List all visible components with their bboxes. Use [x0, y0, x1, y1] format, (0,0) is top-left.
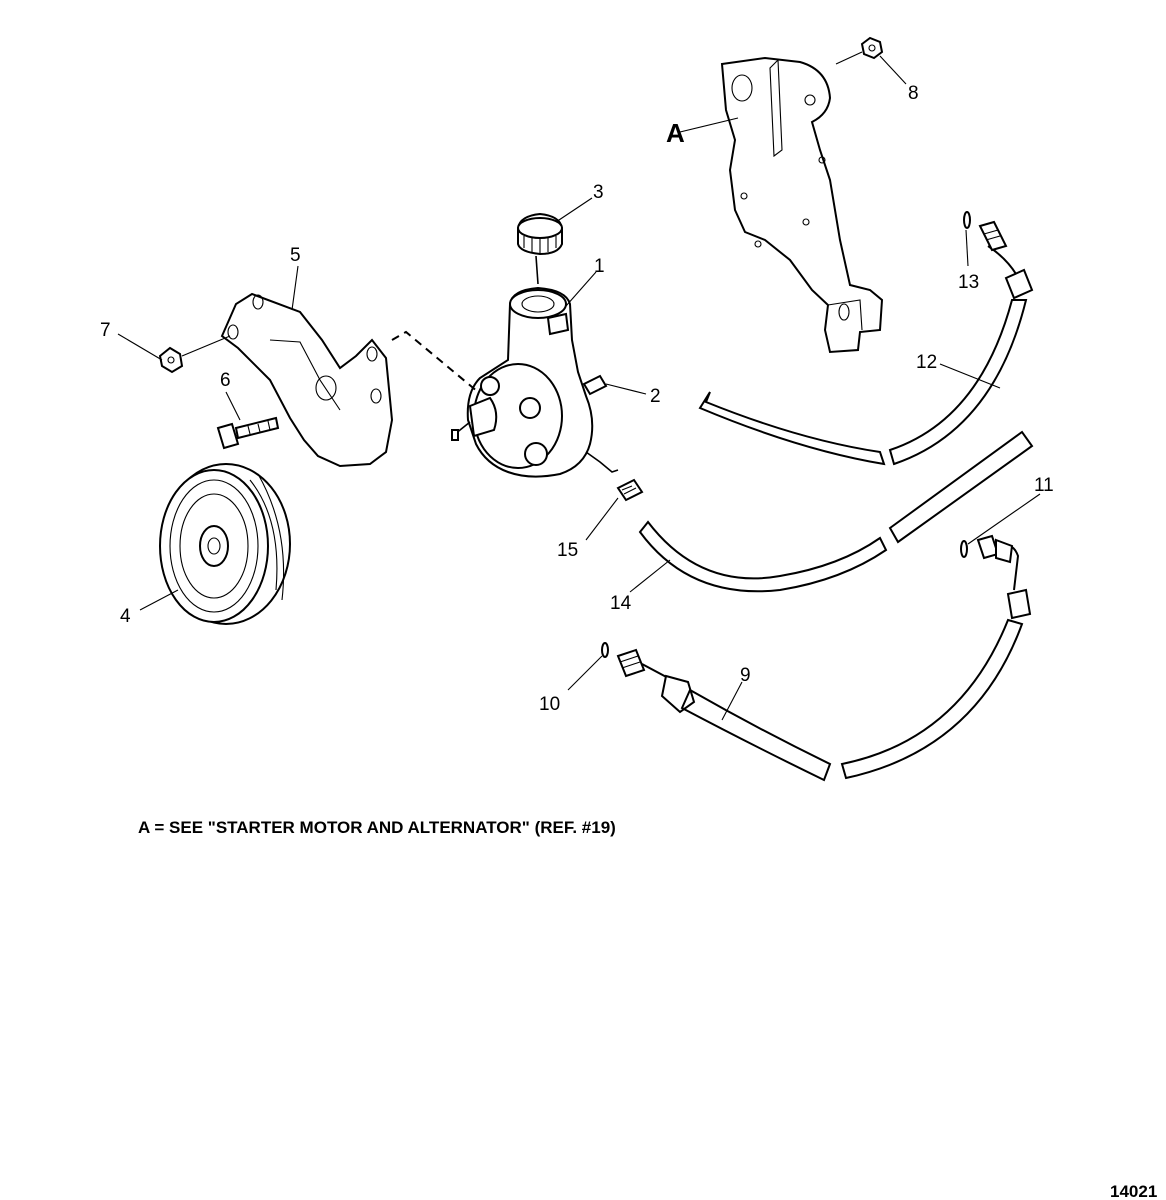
callout-8: 8: [908, 83, 919, 104]
callout-5: 5: [290, 245, 301, 266]
power-steering-pump-1: [451, 286, 619, 478]
o-ring-10: [601, 642, 609, 658]
callout-13: 13: [958, 272, 979, 293]
filler-cap-3: [517, 212, 563, 285]
bracket-a: [720, 56, 884, 354]
fitting-15: [616, 478, 644, 502]
callout-2: 2: [650, 386, 661, 407]
callout-a: A: [666, 118, 685, 148]
fitting-2: [582, 374, 608, 396]
bolt-6: [216, 416, 280, 450]
return-hose-12: [698, 220, 1034, 466]
nut-8: [860, 36, 884, 60]
callout-7: 7: [100, 320, 111, 341]
pump-bracket-5: [220, 292, 394, 468]
callout-14: 14: [610, 593, 632, 614]
o-ring-11: [960, 540, 968, 558]
callout-6: 6: [220, 370, 231, 391]
callout-12: 12: [916, 352, 937, 373]
o-ring-13: [963, 211, 971, 229]
callout-9: 9: [740, 665, 751, 686]
callout-4: 4: [120, 606, 131, 627]
callout-1: 1: [594, 256, 605, 277]
figure-number: 14021: [1110, 1182, 1157, 1200]
nut-7: [158, 346, 184, 374]
callout-3: 3: [593, 182, 604, 203]
callout-15: 15: [557, 540, 578, 561]
leader-lines: [117, 51, 1041, 721]
alignment-dashed-line: [391, 330, 479, 393]
pressure-hose-9: [616, 534, 1032, 782]
pulley-4: [159, 463, 291, 625]
hose-14: [638, 430, 1034, 593]
callout-11: 11: [1034, 475, 1054, 496]
reference-note: A = SEE "STARTER MOTOR AND ALTERNATOR" (…: [138, 818, 616, 837]
callout-10: 10: [539, 694, 560, 715]
